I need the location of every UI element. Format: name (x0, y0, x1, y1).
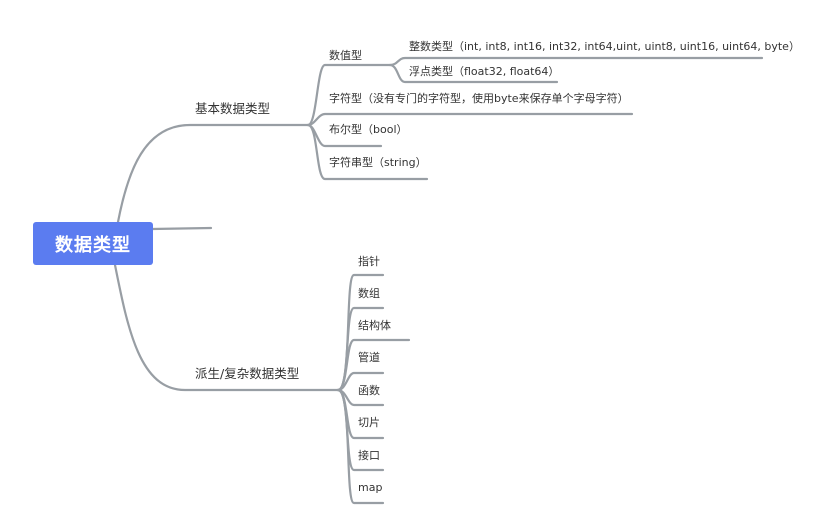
root-stub (150, 226, 213, 231)
node-struct[interactable]: 结构体 (358, 319, 391, 332)
node-array[interactable]: 数组 (358, 287, 380, 300)
root-node[interactable]: 数据类型 (33, 222, 153, 265)
node-bool[interactable]: 布尔型（bool） (329, 123, 408, 136)
branch-basic-types[interactable]: 基本数据类型 (195, 101, 271, 116)
branch-derived-types[interactable]: 派生/复杂数据类型 (195, 366, 300, 381)
node-function[interactable]: 函数 (358, 384, 380, 397)
node-channel[interactable]: 管道 (358, 351, 380, 364)
node-string[interactable]: 字符串型（string） (329, 156, 427, 169)
link-derived-map (336, 388, 385, 505)
node-float[interactable]: 浮点类型（float32, float64） (409, 65, 560, 78)
node-interface[interactable]: 接口 (358, 449, 380, 462)
link-derived-struct (336, 338, 411, 392)
link-basic-string (306, 123, 429, 181)
link-basic-numeric (306, 63, 392, 127)
link-numeric-integer (388, 56, 764, 67)
link-numeric-float (388, 63, 559, 84)
root-node-label: 数据类型 (55, 234, 131, 256)
node-integer[interactable]: 整数类型（int, int8, int16, int32, int64,uint… (409, 40, 800, 53)
link-root-basic (116, 123, 310, 224)
node-slice[interactable]: 切片 (358, 416, 380, 429)
node-pointer[interactable]: 指针 (358, 255, 380, 268)
node-map[interactable]: map (358, 481, 383, 494)
node-numeric[interactable]: 数值型 (329, 49, 362, 62)
link-root-derived (113, 263, 340, 392)
node-char[interactable]: 字符型（没有专门的字符型，使用byte来保存单个字母字符） (329, 92, 629, 105)
